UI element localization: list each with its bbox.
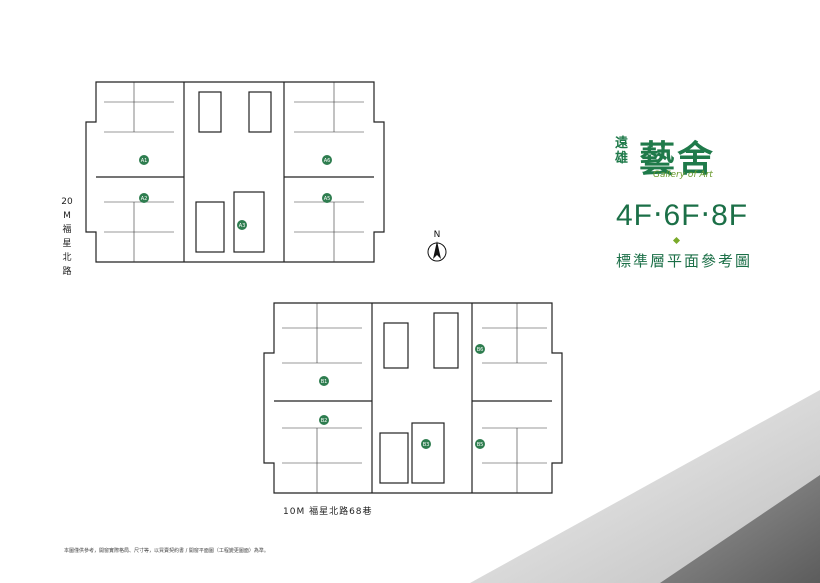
disclaimer-text: 本圖僅供參考，開窗實際格局、尺寸等，以買賣契約書 / 開窗平面圖（工程變更圖面）… — [64, 548, 269, 554]
unit-marker-a2 — [139, 193, 149, 203]
plan-title: 標準層平面參考圖 — [616, 252, 753, 270]
unit-label-b2: B2 — [321, 418, 328, 424]
unit-label-a3: A3 — [239, 223, 246, 229]
road-label-bottom: 10M 福星北路68巷 — [283, 507, 373, 517]
floors-heading: 4F‧6F‧8F — [616, 199, 749, 232]
road-label-left: 20 M 福 星 北 路 — [60, 195, 74, 279]
floor-plan-b: B1 B2 B3 B5 B6 — [263, 302, 563, 494]
unit-marker-b2 — [319, 415, 329, 425]
road-char: 路 — [62, 267, 72, 277]
road-char: 星 — [62, 239, 72, 249]
road-char: 福 — [62, 225, 72, 235]
road-char: M — [63, 211, 71, 221]
unit-marker-a5 — [322, 193, 332, 203]
road-char: 20 — [61, 197, 73, 207]
unit-marker-b3 — [421, 439, 431, 449]
road-char: 北 — [62, 253, 72, 263]
unit-label-a6: A6 — [324, 158, 331, 164]
unit-label-a5: A5 — [324, 196, 331, 202]
unit-label-b5: B5 — [477, 442, 484, 448]
compass-label: N — [434, 230, 441, 240]
unit-marker-b5 — [475, 439, 485, 449]
unit-marker-a1 — [139, 155, 149, 165]
brand-sub-text: Gallery of Art — [653, 170, 713, 180]
unit-marker-b6 — [475, 344, 485, 354]
unit-label-b6: B6 — [477, 347, 484, 353]
unit-marker-a6 — [322, 155, 332, 165]
unit-label-b3: B3 — [423, 442, 430, 448]
unit-label-a2: A2 — [141, 196, 148, 202]
unit-label-b1: B1 — [321, 379, 328, 385]
brand-logo: 遠雄 藝舍 Gallery of Art — [613, 130, 743, 182]
unit-marker-a3 — [237, 220, 247, 230]
brand-small-text: 遠雄 — [615, 136, 629, 166]
north-arrow-icon: N — [427, 230, 447, 262]
floor-plan-a: A1 A2 A3 A5 A6 — [85, 81, 385, 263]
unit-label-a1: A1 — [141, 158, 148, 164]
unit-marker-b1 — [319, 376, 329, 386]
brand-big-text: 藝舍 — [639, 139, 716, 180]
